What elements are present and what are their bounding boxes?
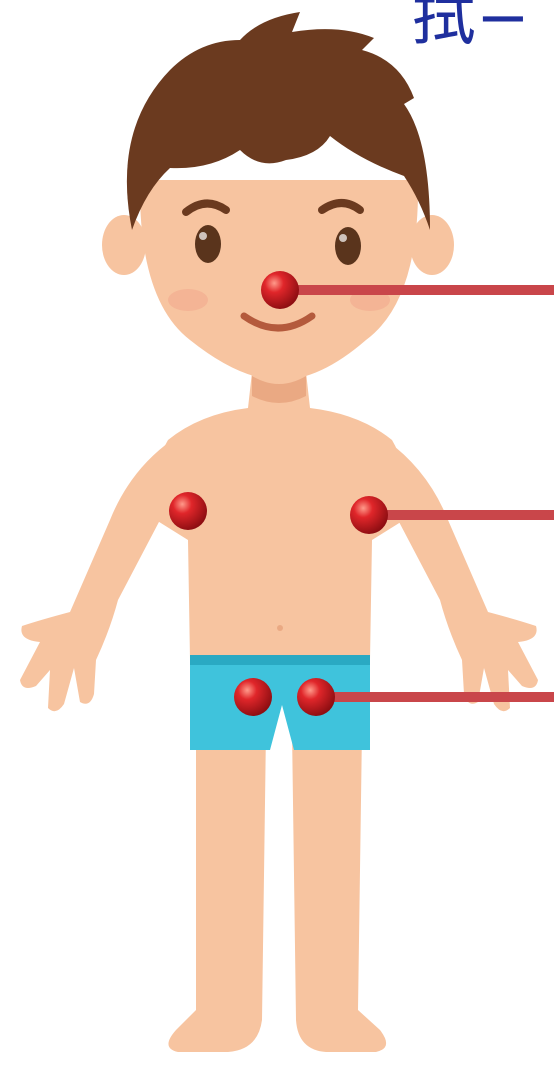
right-leg [292,730,386,1052]
right-arm [386,440,538,711]
left-eye-shine [199,232,207,240]
right-eye-shine [339,234,347,242]
shorts-waistband [190,655,370,665]
left-eye [195,225,221,263]
nose-marker-dot-icon [261,271,299,309]
left-ear [102,215,146,275]
right-eye [335,227,361,265]
right-chest-marker-dot-icon [169,492,207,530]
navel [277,625,283,631]
left-groin-marker-dot-icon [234,678,272,716]
left-leg [168,730,266,1052]
left-arm [20,440,172,711]
shorts [190,655,370,750]
boy-figure-icon [20,12,538,1052]
right-groin-marker-dot-icon [297,678,335,716]
left-cheek [168,289,208,311]
title-fragment: 拭− [412,0,530,50]
left-chest-marker-dot-icon [350,496,388,534]
